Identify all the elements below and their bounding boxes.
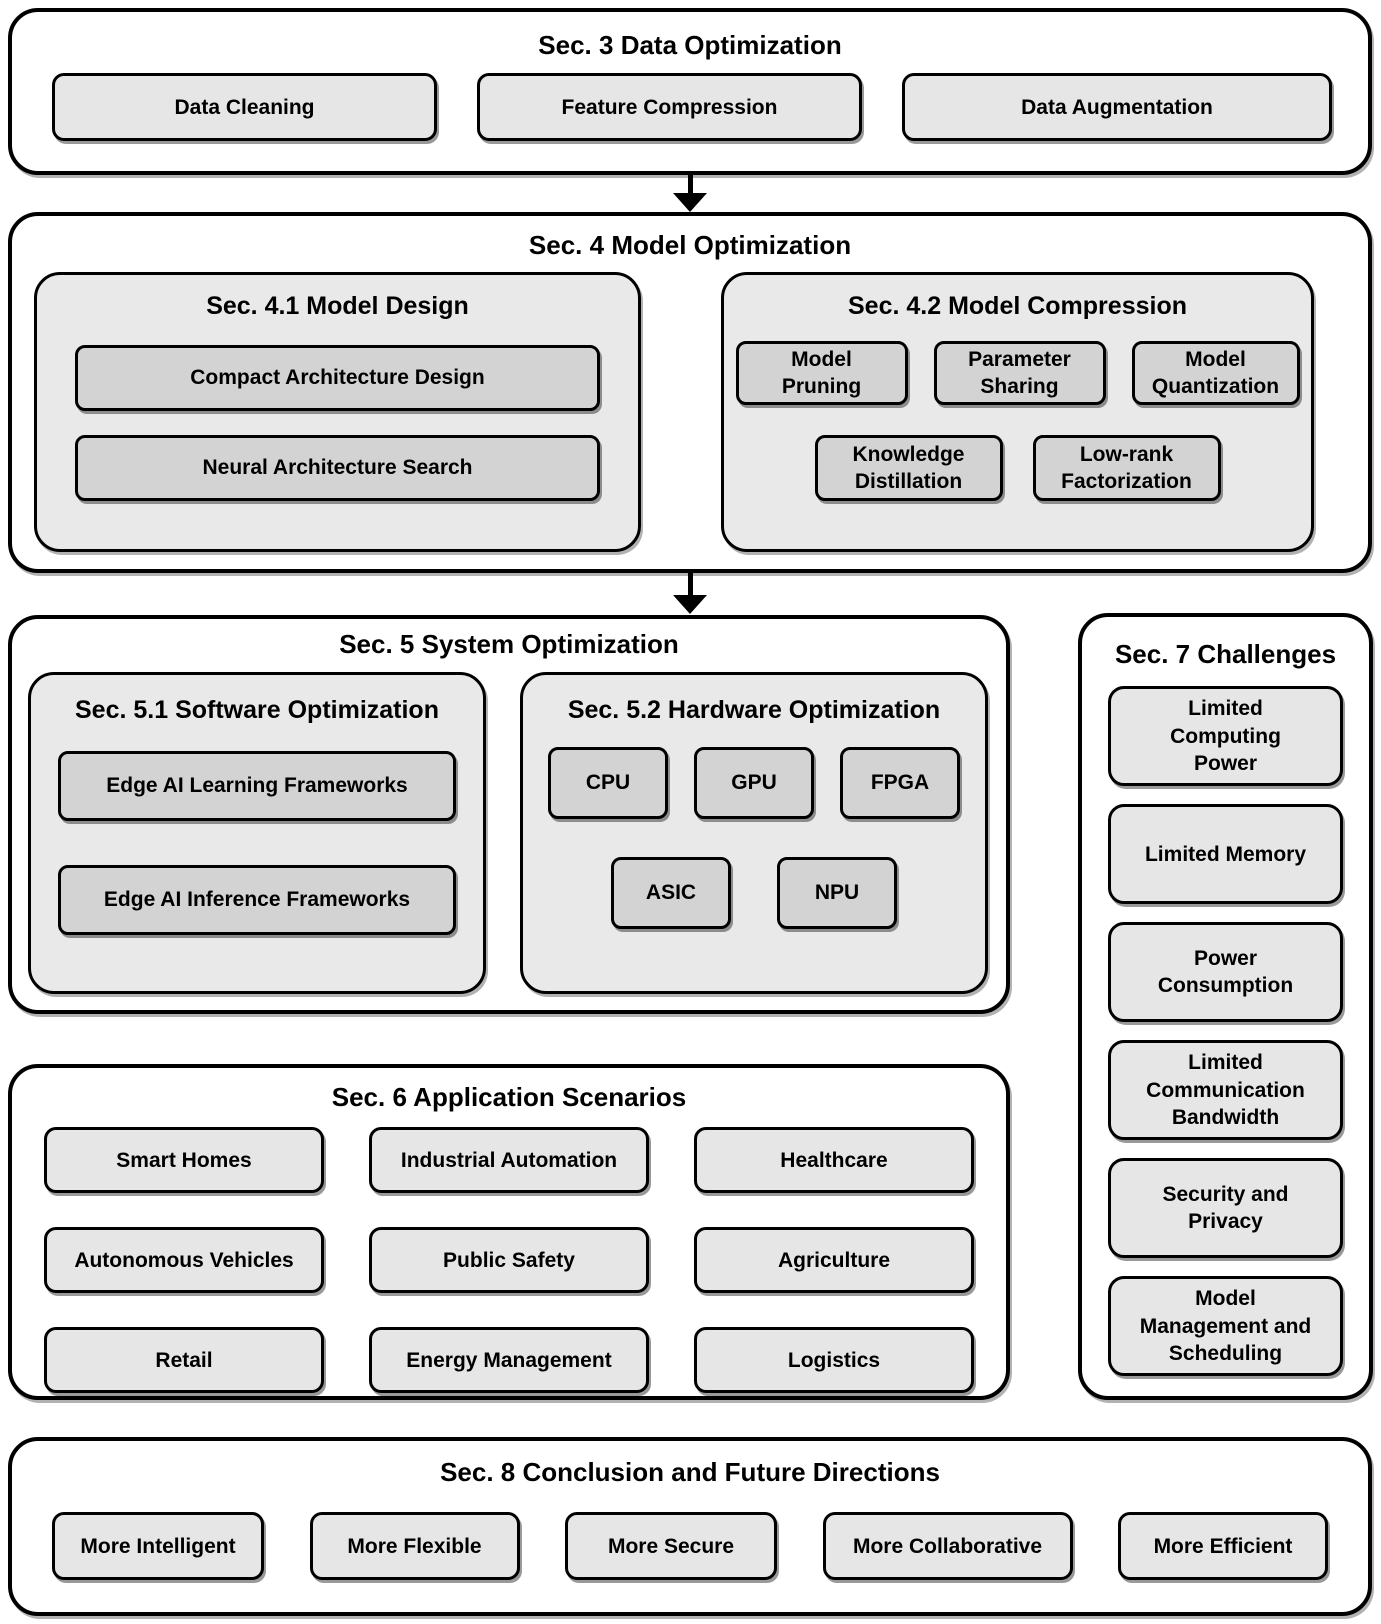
box-cpu: CPU [548, 747, 668, 819]
box-npu: NPU [777, 857, 897, 929]
box-low-rank-factorization: Low-rank Factorization [1032, 435, 1221, 501]
box-security-and-privacy: Security and Privacy [1108, 1158, 1343, 1259]
section-8-conclusion-future-directions: Sec. 8 Conclusion and Future Directions … [8, 1437, 1372, 1616]
section-4-title: Sec. 4 Model Optimization [528, 230, 852, 260]
box-gpu: GPU [694, 747, 814, 819]
subsection-4-1-title: Sec. 4.1 Model Design [206, 292, 469, 320]
section-8-title: Sec. 8 Conclusion and Future Directions [440, 1457, 940, 1487]
section-3-items-row: Data Cleaning Feature Compression Data A… [12, 73, 1368, 142]
box-model-pruning: Model Pruning [735, 341, 908, 405]
box-edge-ai-learning-frameworks: Edge AI Learning Frameworks [58, 751, 456, 821]
box-neural-architecture-search: Neural Architecture Search [75, 435, 600, 501]
subsection-4-1-items: Compact Architecture Design Neural Archi… [37, 345, 638, 501]
box-more-collaborative: More Collaborative [822, 1512, 1073, 1581]
subsection-4-2-model-compression: Sec. 4.2 Model Compression Model Pruning… [721, 272, 1314, 552]
down-arrow-icon [673, 573, 707, 614]
subsection-4-1-model-design: Sec. 4.1 Model Design Compact Architectu… [34, 272, 641, 552]
box-more-efficient: More Efficient [1118, 1512, 1328, 1581]
box-model-quantization: Model Quantization [1131, 341, 1300, 405]
section-6-grid: Smart Homes Industrial Automation Health… [12, 1127, 1006, 1394]
subsection-5-2-hardware-optimization: Sec. 5.2 Hardware Optimization CPU GPU F… [520, 672, 988, 994]
box-energy-management: Energy Management [369, 1327, 649, 1394]
section-6-row-1: Smart Homes Industrial Automation Health… [44, 1127, 974, 1194]
section-7-title: Sec. 7 Challenges [1114, 639, 1337, 669]
subsection-5-1-items: Edge AI Learning Frameworks Edge AI Infe… [31, 751, 483, 935]
box-limited-computing-power: Limited Computing Power [1108, 686, 1343, 787]
subsection-5-1-title: Sec. 5.1 Software Optimization [75, 696, 439, 724]
box-data-cleaning: Data Cleaning [52, 73, 437, 142]
down-arrow-icon [673, 175, 707, 212]
box-data-augmentation: Data Augmentation [902, 73, 1332, 142]
box-parameter-sharing: Parameter Sharing [933, 341, 1106, 405]
section-3-title: Sec. 3 Data Optimization [538, 30, 842, 60]
box-asic: ASIC [611, 857, 731, 929]
box-compact-architecture-design: Compact Architecture Design [75, 345, 600, 411]
down-arrow-shaft [687, 175, 693, 193]
subsection-5-2-title: Sec. 5.2 Hardware Optimization [567, 696, 941, 724]
section-5-system-optimization: Sec. 5 System Optimization Sec. 5.1 Soft… [8, 615, 1010, 1014]
subsection-5-2-row-2: ASIC NPU [523, 857, 985, 929]
box-fpga: FPGA [840, 747, 960, 819]
box-logistics: Logistics [694, 1327, 974, 1394]
box-industrial-automation: Industrial Automation [369, 1127, 649, 1194]
section-6-row-3: Retail Energy Management Logistics [44, 1327, 974, 1394]
box-public-safety: Public Safety [369, 1227, 649, 1294]
subsection-4-2-row-2: Knowledge Distillation Low-rank Factoriz… [724, 435, 1311, 501]
section-5-title: Sec. 5 System Optimization [339, 629, 679, 659]
section-3-data-optimization: Sec. 3 Data Optimization Data Cleaning F… [8, 8, 1372, 175]
section-7-challenges: Sec. 7 Challenges Limited Computing Powe… [1078, 613, 1373, 1400]
box-limited-communication-bandwidth: Limited Communication Bandwidth [1108, 1040, 1343, 1141]
box-power-consumption: Power Consumption [1108, 922, 1343, 1023]
box-more-secure: More Secure [565, 1512, 777, 1581]
box-healthcare: Healthcare [694, 1127, 974, 1194]
box-model-management-and-scheduling: Model Management and Scheduling [1108, 1276, 1343, 1377]
box-retail: Retail [44, 1327, 324, 1394]
section-7-items: Limited Computing Power Limited Memory P… [1082, 686, 1369, 1377]
section-8-items-row: More Intelligent More Flexible More Secu… [12, 1512, 1368, 1581]
box-limited-memory: Limited Memory [1108, 804, 1343, 905]
box-more-intelligent: More Intelligent [52, 1512, 264, 1581]
box-feature-compression: Feature Compression [477, 73, 862, 142]
section-4-model-optimization: Sec. 4 Model Optimization Sec. 4.1 Model… [8, 212, 1372, 573]
section-6-title: Sec. 6 Application Scenarios [331, 1082, 687, 1112]
subsection-5-1-software-optimization: Sec. 5.1 Software Optimization Edge AI L… [28, 672, 486, 994]
section-6-application-scenarios: Sec. 6 Application Scenarios Smart Homes… [8, 1064, 1010, 1400]
subsection-4-2-title: Sec. 4.2 Model Compression [848, 292, 1187, 320]
down-arrow-shaft [687, 573, 693, 595]
box-agriculture: Agriculture [694, 1227, 974, 1294]
subsection-5-2-row-1: CPU GPU FPGA [523, 747, 985, 819]
subsection-4-2-row-1: Model Pruning Parameter Sharing Model Qu… [724, 341, 1311, 405]
down-arrow-head [673, 595, 707, 614]
box-more-flexible: More Flexible [309, 1512, 520, 1581]
box-autonomous-vehicles: Autonomous Vehicles [44, 1227, 324, 1294]
box-edge-ai-inference-frameworks: Edge AI Inference Frameworks [58, 865, 456, 935]
down-arrow-head [673, 193, 707, 212]
box-smart-homes: Smart Homes [44, 1127, 324, 1194]
box-knowledge-distillation: Knowledge Distillation [814, 435, 1003, 501]
section-6-row-2: Autonomous Vehicles Public Safety Agricu… [44, 1227, 974, 1294]
